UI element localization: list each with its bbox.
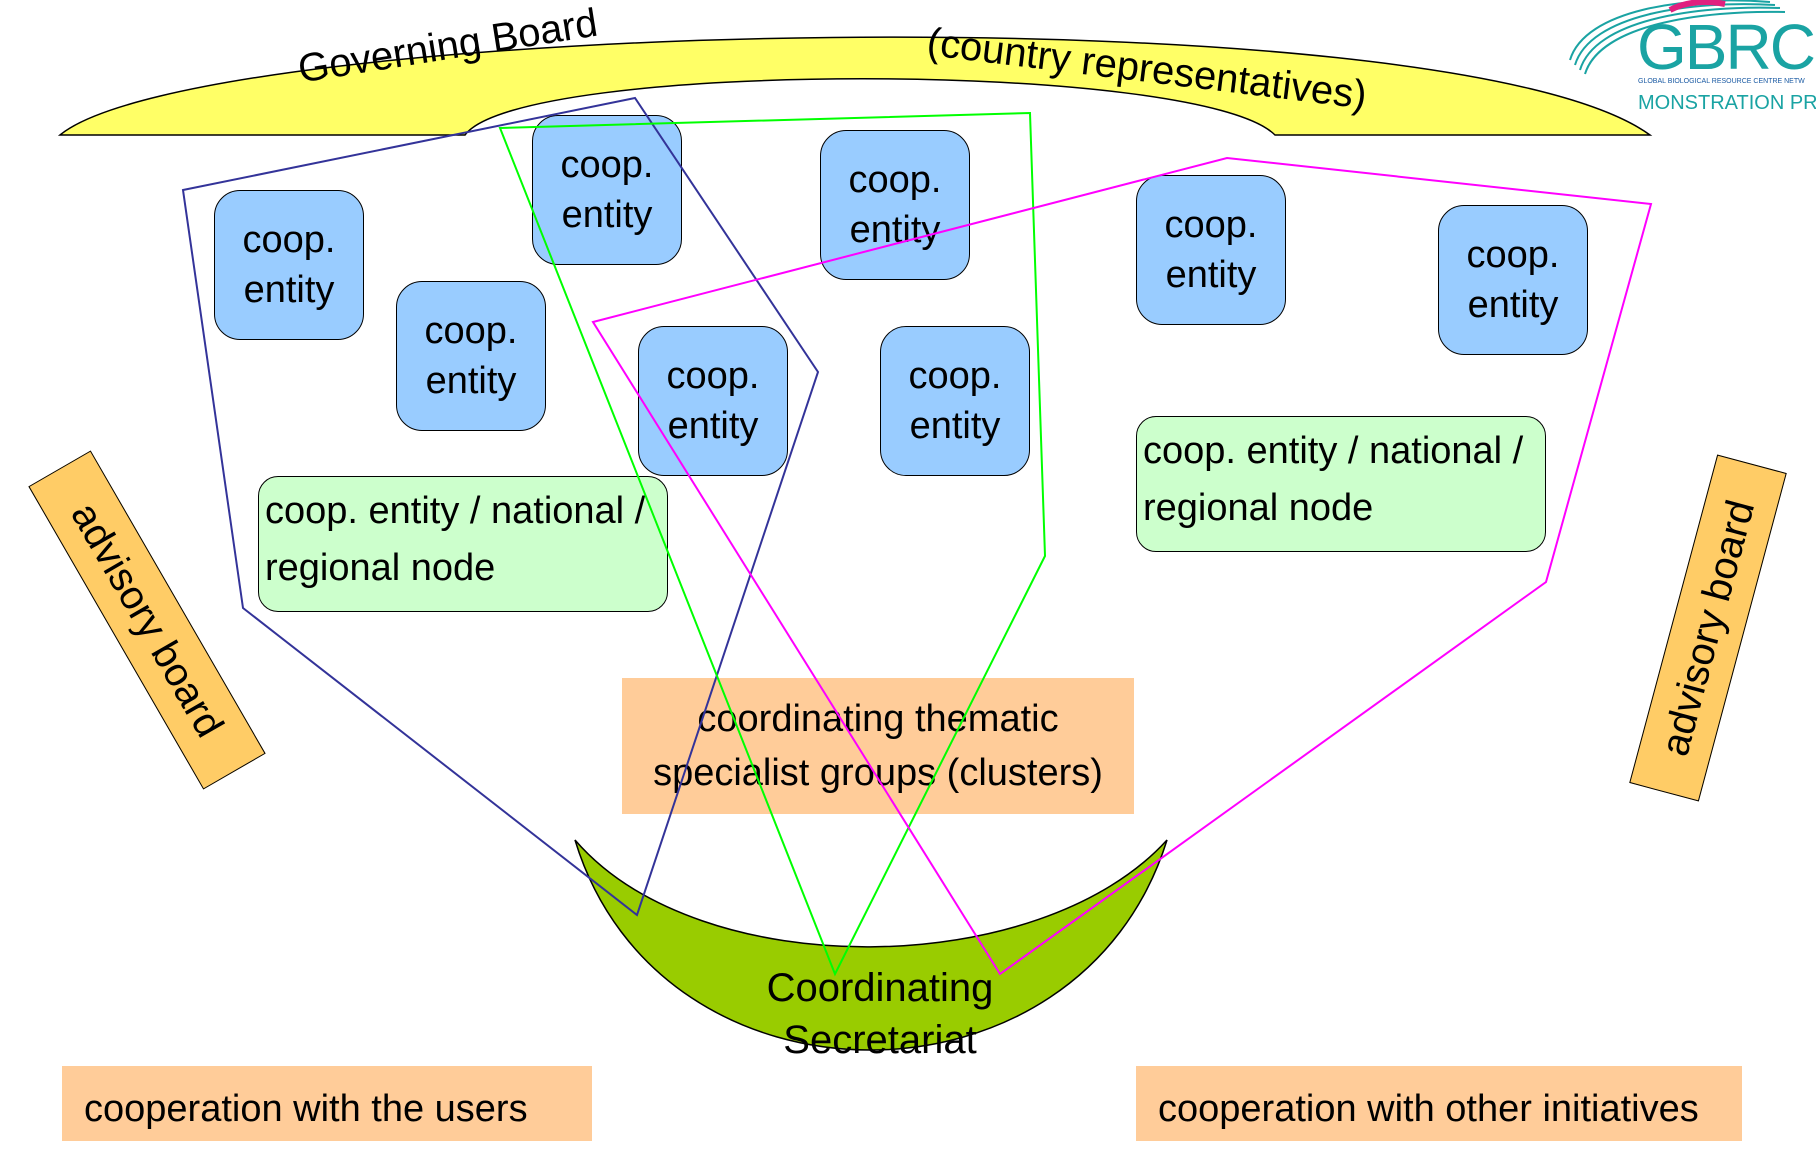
node-label: regional node xyxy=(1143,487,1374,529)
coop-entity-box: coop. entity xyxy=(1438,205,1588,355)
coop-entity-label: coop. xyxy=(1466,234,1560,276)
logo-tagline: GLOBAL BIOLOGICAL RESOURCE CENTRE NETW xyxy=(1638,78,1805,85)
coop-entity-label: coop. xyxy=(848,159,942,201)
logo-swirl-icon xyxy=(1569,0,1786,75)
clusters-box: coordinating thematic specialist groups … xyxy=(622,678,1134,814)
secretariat-label: Coordinating Secretariat xyxy=(720,962,1040,1066)
coop-entity-label: entity xyxy=(561,194,653,236)
coop-entity-box: coop. entity xyxy=(820,130,970,280)
gbrcn-logo: GBRCN GLOBAL BIOLOGICAL RESOURCE CENTRE … xyxy=(1565,0,1816,125)
coop-entity-box: coop. entity xyxy=(532,115,682,265)
coop-entity-label: coop. xyxy=(666,355,760,397)
coop-entity-box: coop. entity xyxy=(638,326,788,476)
node-label: coop. entity / national / xyxy=(1143,430,1524,472)
coop-entity-label: coop. xyxy=(1164,204,1258,246)
coop-entity-label: entity xyxy=(1165,254,1257,296)
secretariat-line: Secretariat xyxy=(783,1018,977,1062)
regional-node-left: coop. entity / national / regional node xyxy=(258,476,668,612)
regional-node-right: coop. entity / national / regional node xyxy=(1136,416,1546,552)
coop-entity-label: entity xyxy=(1467,284,1559,326)
coop-entity-label: coop. xyxy=(560,144,654,186)
cooperation-initiatives-box: cooperation with other initiatives xyxy=(1136,1066,1742,1141)
coop-entity-label: coop. xyxy=(242,219,336,261)
coop-entity-box: coop. entity xyxy=(214,190,364,340)
coop-entity-box: coop. entity xyxy=(396,281,546,431)
coop-entity-box: coop. entity xyxy=(1136,175,1286,325)
coop-entity-label: coop. xyxy=(424,310,518,352)
cooperation-initiatives-label: cooperation with other initiatives xyxy=(1158,1088,1699,1130)
coop-entity-label: entity xyxy=(909,405,1001,447)
secretariat-line: Coordinating xyxy=(766,966,994,1010)
cooperation-users-label: cooperation with the users xyxy=(84,1088,528,1130)
coop-entity-label: entity xyxy=(667,405,759,447)
logo-letters: GBRCN xyxy=(1637,11,1816,83)
cooperation-users-box: cooperation with the users xyxy=(62,1066,592,1141)
coop-entity-box: coop. entity xyxy=(880,326,1030,476)
logo-sub: MONSTRATION PRO xyxy=(1638,92,1816,114)
node-label: coop. entity / national / xyxy=(265,490,646,532)
coop-entity-label: entity xyxy=(243,269,335,311)
coop-entity-label: coop. xyxy=(908,355,1002,397)
coop-entity-label: entity xyxy=(425,360,517,402)
coop-entity-label: entity xyxy=(849,209,941,251)
node-label: regional node xyxy=(265,547,496,589)
clusters-label: coordinating thematic xyxy=(697,698,1059,740)
clusters-label: specialist groups (clusters) xyxy=(653,752,1103,794)
